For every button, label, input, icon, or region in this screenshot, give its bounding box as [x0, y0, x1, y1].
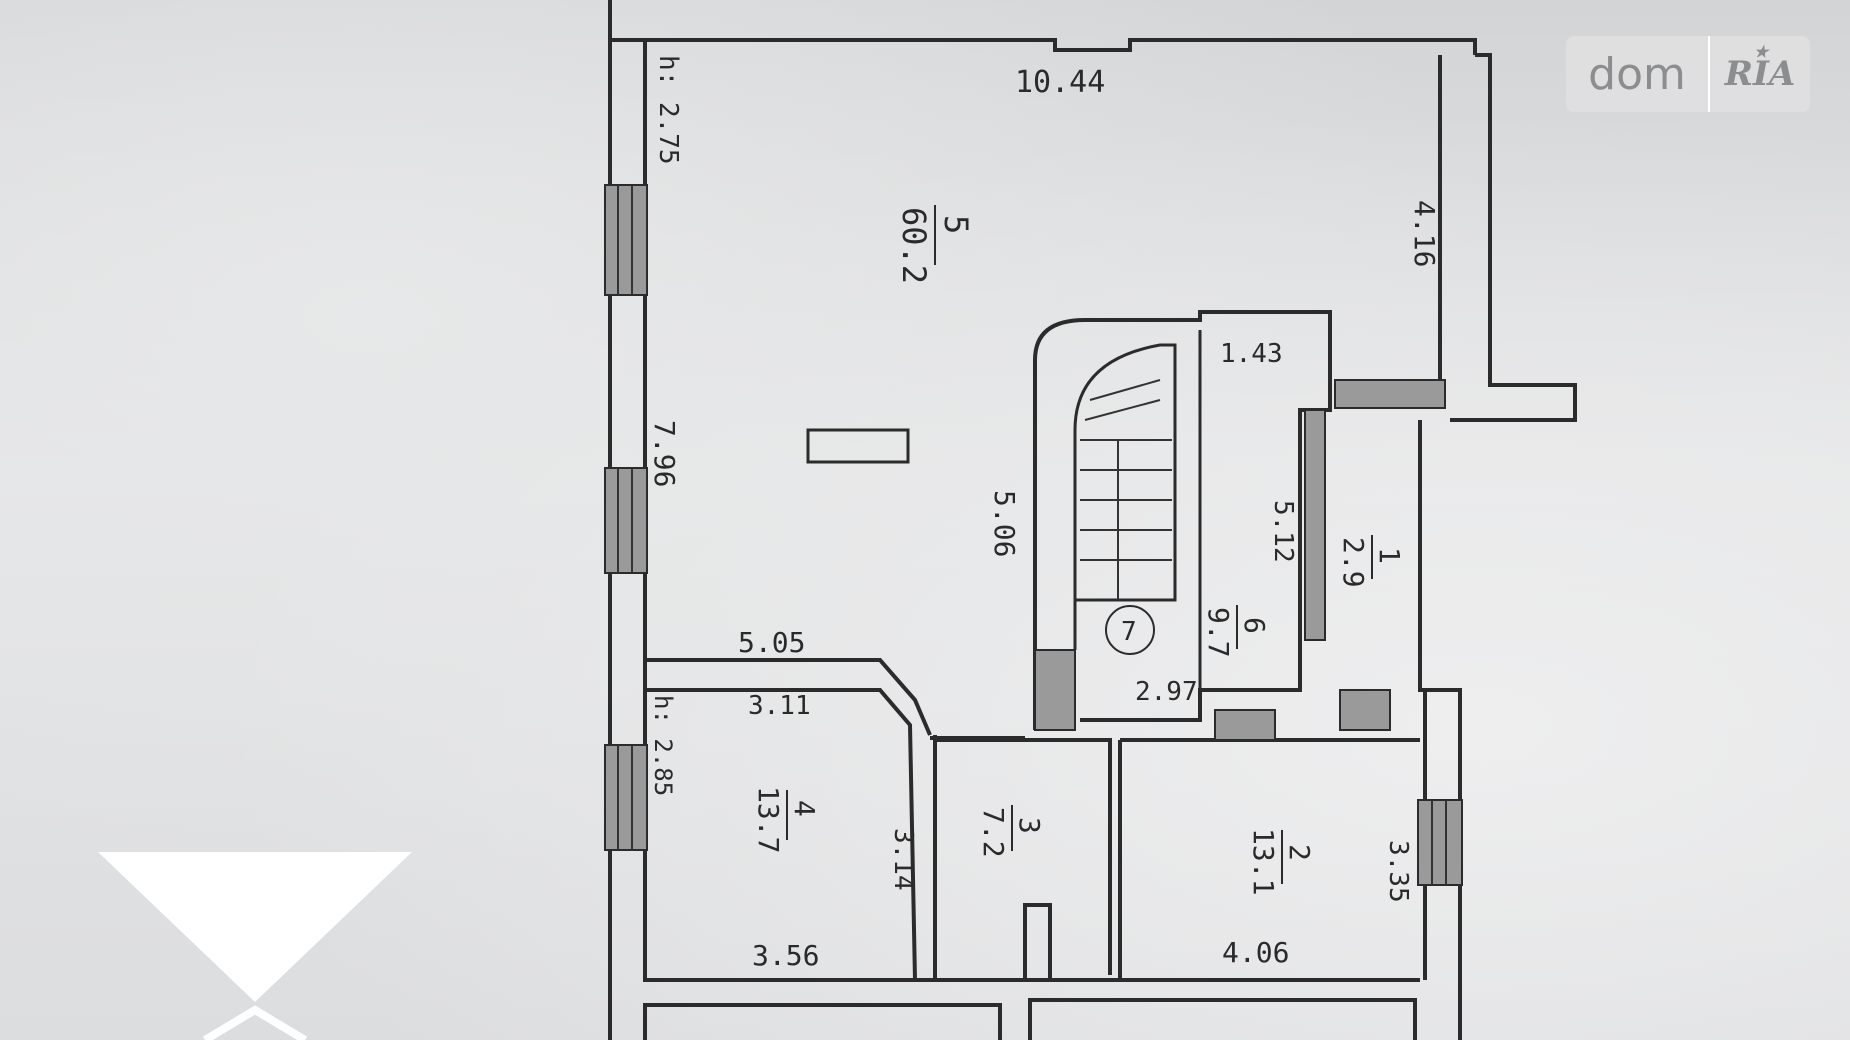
- room-1-label: 1 2.9: [1337, 535, 1406, 588]
- room-5-number: 5: [937, 215, 975, 234]
- dom-ria-logo: dom ★ RIA: [1566, 36, 1810, 112]
- dim-divider-upper: 5.05: [738, 626, 805, 659]
- dim-room2-width: 4.06: [1222, 936, 1289, 969]
- door-right-hatch: [1334, 379, 1446, 409]
- wall-room3-top: [935, 738, 1112, 975]
- room-6-label: 6 9.7: [1202, 605, 1271, 658]
- room-1-area: 2.9: [1337, 537, 1370, 588]
- dim-stair-height: 5.06: [988, 490, 1021, 557]
- stair-symbol-label: 7: [1121, 617, 1137, 647]
- room-4-area: 13.7: [752, 786, 785, 853]
- stair-door-hatch: [1034, 649, 1076, 731]
- room-1-number: 1: [1373, 547, 1406, 564]
- dim-stair-top: 1.43: [1220, 339, 1283, 369]
- room-2-area: 13.1: [1247, 828, 1280, 895]
- stair-symbol-circle: [1105, 605, 1155, 655]
- wall-top: [608, 0, 1477, 55]
- room5-object: [806, 428, 910, 464]
- room-5-label: 5 60.2: [895, 205, 975, 284]
- dim-stair-bottom: 2.97: [1135, 677, 1198, 707]
- wall-bottom-band: [643, 998, 1417, 1040]
- dim-room2-height: 3.35: [1383, 840, 1413, 903]
- triangle-shape: [98, 852, 412, 1002]
- dim-right-height: 4.16: [1408, 200, 1441, 267]
- window-left-2: [604, 467, 648, 574]
- chevron-shape: [202, 1005, 308, 1040]
- window-left-1: [604, 184, 648, 296]
- wall-right-outer: [1450, 53, 1577, 422]
- room-2-number: 2: [1283, 844, 1316, 861]
- star-icon: ★: [1754, 42, 1769, 61]
- dim-left-height: 7.96: [648, 420, 681, 487]
- dim-divider-lower: 3.11: [748, 691, 811, 721]
- logo-ria-text: ★ RIA: [1710, 36, 1810, 112]
- room-3-label: 3 7.2: [977, 805, 1046, 858]
- room-3-area: 7.2: [977, 807, 1010, 858]
- dim-room4-width: 3.56: [752, 939, 819, 972]
- logo-ria-label: RIA: [1724, 54, 1796, 94]
- room-2-label: 2 13.1: [1247, 828, 1316, 895]
- room-6-area: 9.7: [1202, 607, 1235, 658]
- room-4-label: 4 13.7: [752, 786, 821, 853]
- door-room1-hatch: [1339, 689, 1391, 731]
- wall-divider-room5-room4: [645, 658, 932, 736]
- hall-door-hatch: [1304, 409, 1326, 641]
- room3-nook: [1023, 903, 1052, 980]
- wall-left-inner: [643, 40, 1420, 982]
- dim-hall-height: 5.12: [1268, 500, 1298, 563]
- room-6-number: 6: [1238, 617, 1271, 634]
- wall-divider-room5-room4-inner: [645, 688, 917, 981]
- stair-enclosure: [1033, 310, 1332, 730]
- dim-ceiling-lower: h: 2.85: [649, 695, 677, 796]
- door-room2-hatch: [1214, 709, 1276, 741]
- stair-steps: [1080, 379, 1172, 600]
- dim-room4-height: 3.14: [888, 828, 918, 891]
- room-3-number: 3: [1013, 817, 1046, 834]
- dim-ceiling-top: h: 2.75: [653, 55, 683, 165]
- room-4-number: 4: [788, 800, 821, 817]
- dim-top-width: 10.44: [1015, 65, 1105, 100]
- corner-triangle-mark: [98, 852, 412, 1040]
- window-right: [1417, 799, 1463, 886]
- room-5-area: 60.2: [895, 207, 933, 284]
- window-left-3: [604, 744, 648, 851]
- logo-dom-text: dom: [1566, 36, 1710, 112]
- stair-inner: [1073, 343, 1177, 650]
